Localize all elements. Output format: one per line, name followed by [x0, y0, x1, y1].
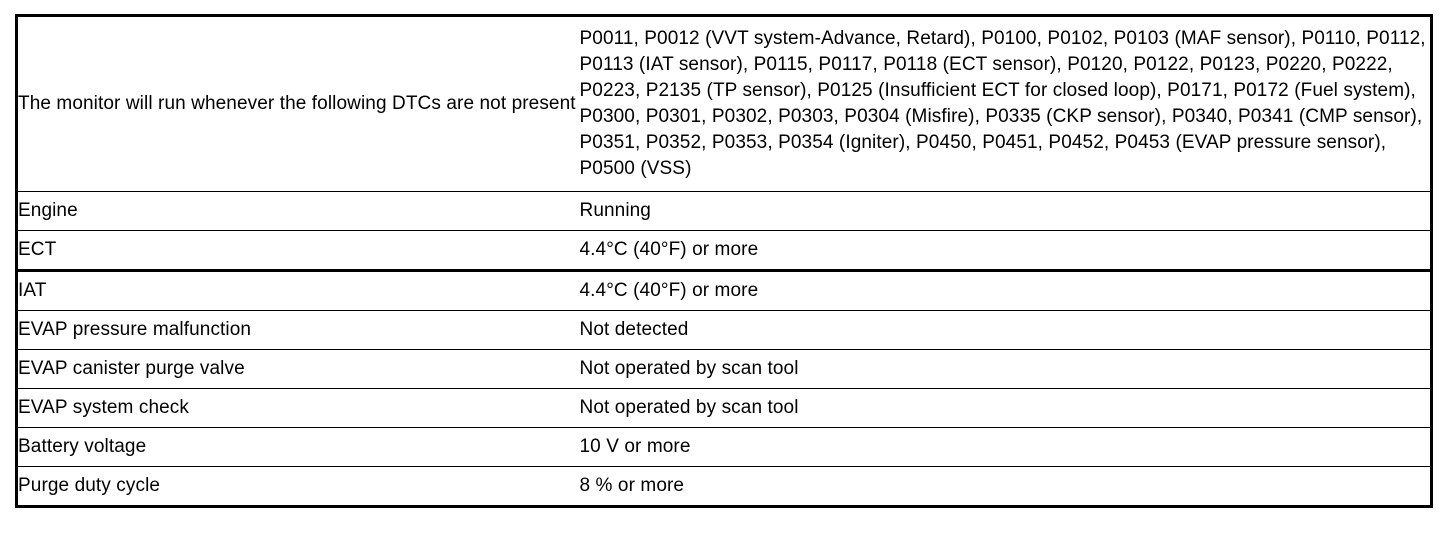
row-value-text: Running — [579, 200, 651, 221]
row-label-text: IAT — [18, 280, 47, 301]
row-value-cell: Not detected — [579, 310, 1432, 350]
row-label-cell: EVAP system check — [16, 388, 580, 428]
table-row: The monitor will run whenever the follow… — [16, 15, 1432, 192]
row-label-text: EVAP pressure malfunction — [18, 319, 252, 340]
row-value-text: 4.4°C (40°F) or more — [579, 280, 759, 301]
row-label-text: The monitor will run whenever the follow… — [18, 93, 576, 114]
row-label-cell: Purge duty cycle — [17, 467, 580, 507]
row-label-text: Purge duty cycle — [18, 475, 161, 496]
row-label-cell: Engine — [16, 191, 580, 231]
table-row: Engine Running — [16, 191, 1432, 231]
row-label-text: EVAP canister purge valve — [18, 358, 245, 379]
table-body: The monitor will run whenever the follow… — [16, 15, 1432, 507]
table-row: Purge duty cycle 8 % or more — [17, 467, 1432, 507]
row-value-cell: 4.4°C (40°F) or more — [579, 230, 1432, 272]
row-label-cell: IAT — [16, 270, 580, 311]
row-label-cell: The monitor will run whenever the follow… — [16, 15, 580, 192]
row-label-cell: EVAP canister purge valve — [16, 349, 580, 389]
row-value-text: 4.4°C (40°F) or more — [579, 239, 759, 260]
row-label-text: Battery voltage — [18, 436, 147, 457]
row-value-text: Not operated by scan tool — [579, 397, 799, 418]
row-value-cell: Not operated by scan tool — [579, 388, 1432, 428]
row-value-text: P0011, P0012 (VVT system-Advance, Retard… — [579, 28, 1432, 179]
row-value-cell: Not operated by scan tool — [579, 349, 1432, 389]
table-row: ECT 4.4°C (40°F) or more — [16, 230, 1432, 272]
monitor-conditions-table-container: The monitor will run whenever the follow… — [15, 14, 1433, 533]
table-row: IAT 4.4°C (40°F) or more — [16, 270, 1432, 311]
row-label-cell: ECT — [16, 230, 580, 272]
row-value-text: 10 V or more — [579, 436, 691, 457]
monitor-conditions-table: The monitor will run whenever the follow… — [15, 14, 1433, 508]
table-row: Battery voltage 10 V or more — [16, 427, 1432, 467]
row-value-cell: Running — [579, 191, 1432, 231]
row-label-cell: Battery voltage — [16, 427, 580, 467]
row-label-text: ECT — [18, 239, 57, 260]
row-value-cell: 8 % or more — [580, 467, 1432, 507]
row-value-text: Not detected — [579, 319, 689, 340]
row-value-cell: 10 V or more — [579, 427, 1432, 467]
row-value-cell: 4.4°C (40°F) or more — [579, 270, 1432, 311]
table-row: EVAP pressure malfunction Not detected — [16, 310, 1432, 350]
row-value-cell: P0011, P0012 (VVT system-Advance, Retard… — [579, 15, 1432, 192]
row-label-text: EVAP system check — [18, 397, 190, 418]
row-value-text: Not operated by scan tool — [579, 358, 799, 379]
row-label-text: Engine — [18, 200, 78, 221]
table-row: EVAP system check Not operated by scan t… — [16, 388, 1432, 428]
row-value-text: 8 % or more — [579, 475, 685, 496]
row-label-cell: EVAP pressure malfunction — [16, 310, 580, 350]
table-row: EVAP canister purge valve Not operated b… — [16, 349, 1432, 389]
